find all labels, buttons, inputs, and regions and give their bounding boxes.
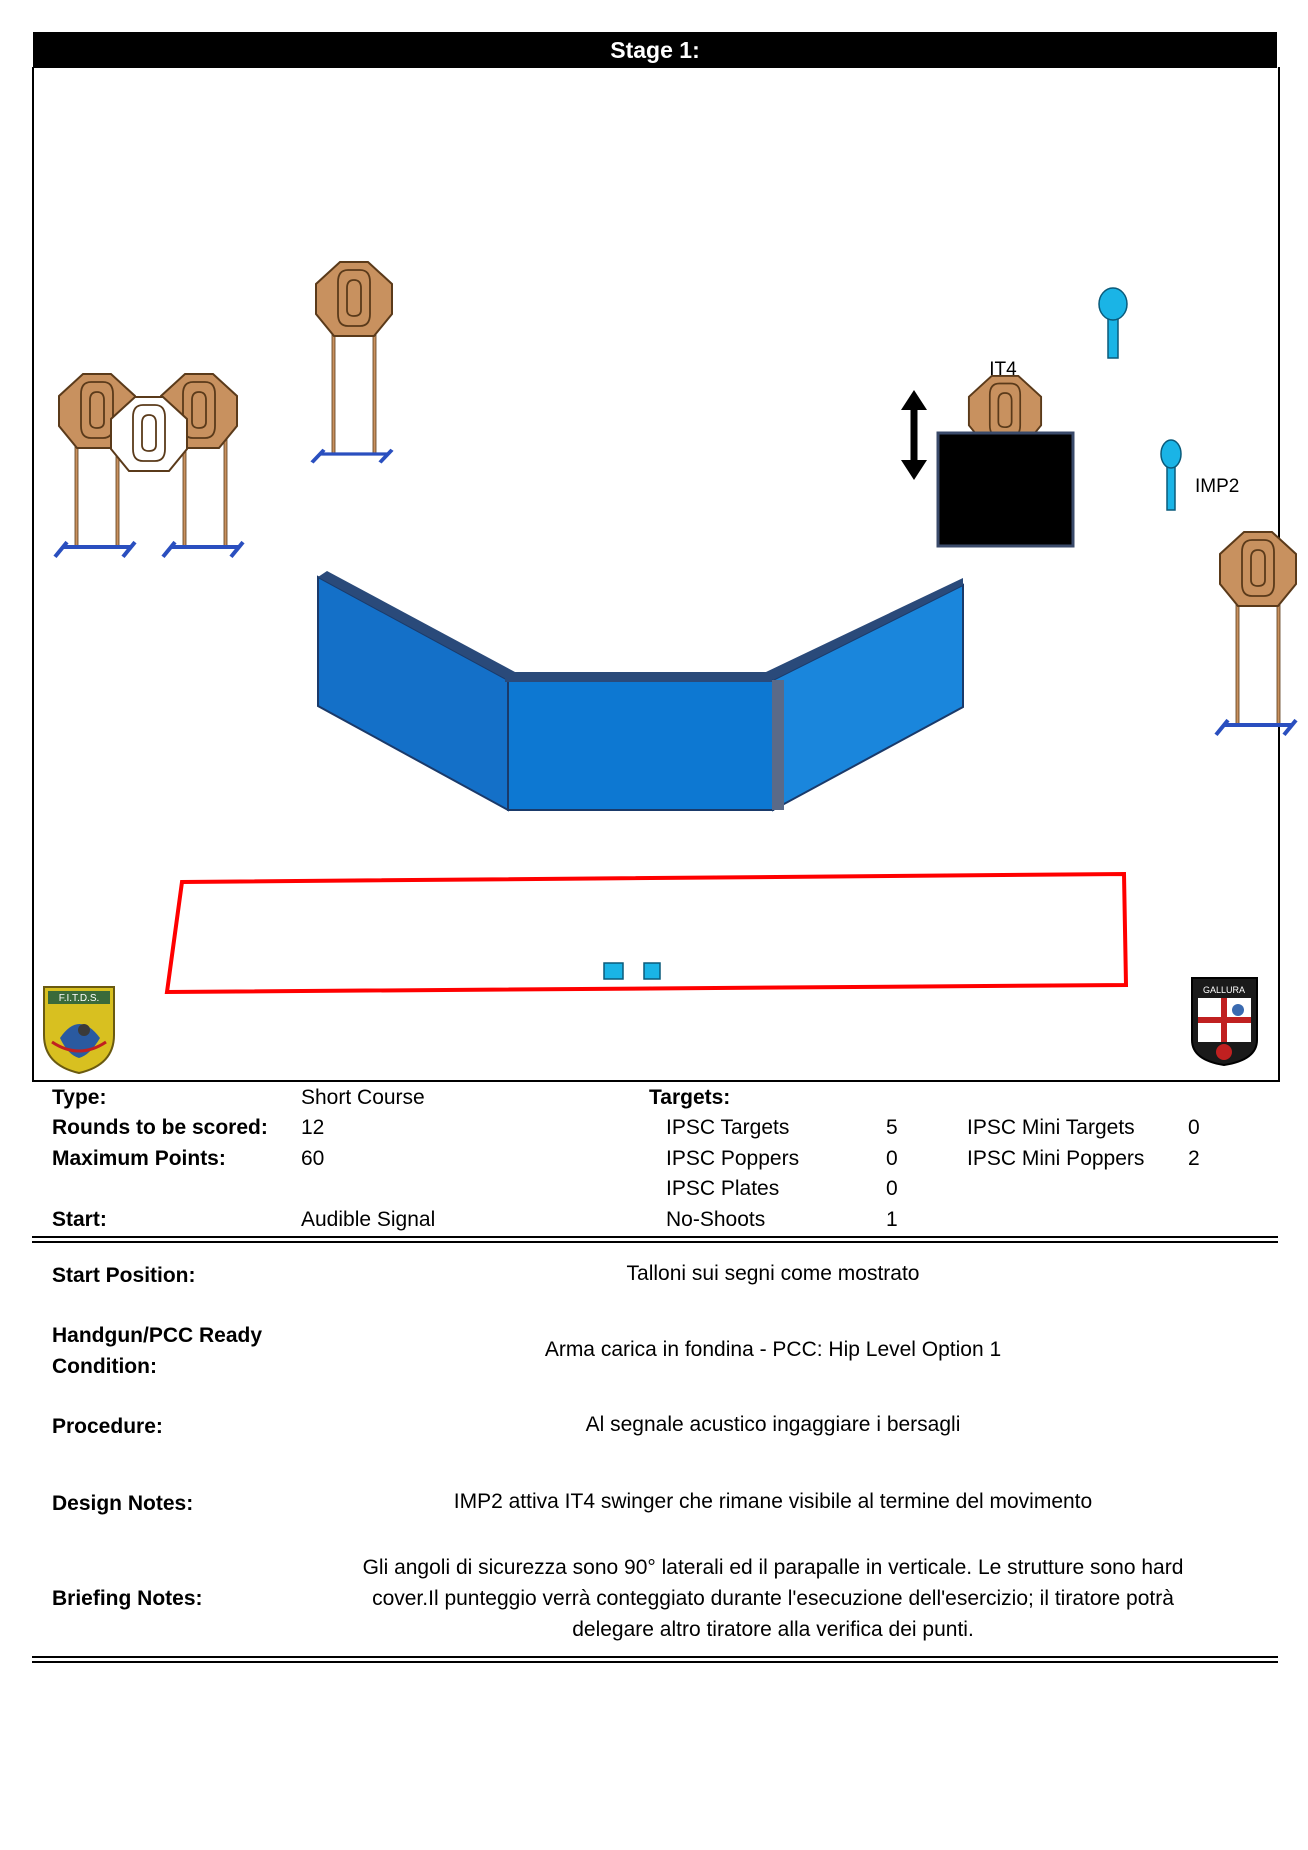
no-shoot-target xyxy=(110,396,188,472)
ready-condition-label-1: Handgun/PCC Ready xyxy=(52,1324,263,1347)
mini-popper-imp2: IMP2 xyxy=(1160,439,1239,511)
start-label: Start: xyxy=(52,1208,107,1231)
points-value: 60 xyxy=(301,1147,325,1170)
start-position-value: Talloni sui segni come mostrato xyxy=(626,1262,920,1285)
divider-rule xyxy=(32,1236,1278,1238)
start-position-label: Start Position: xyxy=(52,1264,196,1287)
ipsc-plates-value: 0 xyxy=(886,1177,898,1200)
ipsc-target-1 xyxy=(310,261,394,465)
briefing-notes-line-3: delegare altro tiratore alla verifica de… xyxy=(572,1618,974,1641)
start-mark-left xyxy=(603,962,624,980)
target-group-left xyxy=(53,373,245,559)
fitds-logo-text: F.I.T.D.S. xyxy=(59,993,100,1004)
briefing-notes-label: Briefing Notes: xyxy=(52,1587,203,1610)
start-value: Audible Signal xyxy=(301,1208,436,1231)
ipsc-mini-targets-label: IPSC Mini Targets xyxy=(967,1116,1135,1139)
bottom-divider-rule xyxy=(32,1656,1278,1658)
ipsc-targets-label: IPSC Targets xyxy=(666,1116,790,1139)
stage-title: Stage 1: xyxy=(33,32,1277,68)
start-mark-right xyxy=(643,962,661,980)
ipsc-mini-poppers-value: 2 xyxy=(1188,1147,1200,1170)
ready-condition-label-2: Condition: xyxy=(52,1355,157,1378)
swinger-movement-arrow-icon xyxy=(901,390,927,480)
briefing-notes-line-2: cover.Il punteggio verrà conteggiato dur… xyxy=(372,1587,1174,1610)
gallura-shooting-club-logo: GALLURA xyxy=(1191,977,1258,1067)
ipsc-target-5 xyxy=(1214,531,1298,737)
imp2-label: IMP2 xyxy=(1195,476,1239,497)
ipsc-mini-targets-value: 0 xyxy=(1188,1116,1200,1139)
procedure-value: Al segnale acustico ingaggiare i bersagl… xyxy=(585,1413,961,1436)
hard-cover-wall xyxy=(317,571,964,812)
ready-condition-value: Arma carica in fondina - PCC: Hip Level … xyxy=(544,1338,1002,1361)
type-label: Type: xyxy=(52,1086,107,1109)
ipsc-poppers-value: 0 xyxy=(886,1147,898,1170)
ipsc-plates-label: IPSC Plates xyxy=(666,1177,780,1200)
targets-label: Targets: xyxy=(649,1086,731,1109)
ipsc-targets-value: 5 xyxy=(886,1116,898,1139)
rounds-value: 12 xyxy=(301,1116,325,1139)
type-value: Short Course xyxy=(301,1086,425,1109)
it4-swinger-target: IT4 xyxy=(936,359,1075,548)
procedure-label: Procedure: xyxy=(52,1415,163,1438)
points-label: Maximum Points: xyxy=(52,1147,226,1170)
no-shoots-value: 1 xyxy=(886,1208,898,1231)
mini-popper-1 xyxy=(1098,287,1128,359)
rounds-label: Rounds to be scored: xyxy=(52,1116,268,1139)
design-notes-label: Design Notes: xyxy=(52,1492,194,1515)
bottom-divider-rule xyxy=(32,1661,1278,1663)
ipsc-poppers-label: IPSC Poppers xyxy=(666,1147,800,1170)
fitds-logo: F.I.T.D.S. xyxy=(43,986,115,1075)
it4-label: IT4 xyxy=(989,359,1017,380)
design-notes-value: IMP2 attiva IT4 swinger che rimane visib… xyxy=(453,1490,1093,1513)
gallura-logo-text: GALLURA xyxy=(1203,985,1245,995)
shooting-area-fault-line xyxy=(164,871,1129,995)
no-shoots-label: No-Shoots xyxy=(666,1208,766,1231)
ipsc-mini-poppers-label: IPSC Mini Poppers xyxy=(967,1147,1145,1170)
briefing-notes-line-1: Gli angoli di sicurezza sono 90° lateral… xyxy=(362,1556,1184,1579)
stage-diagram-drawing: IT4 IMP2 F.I.T.D.S. xyxy=(43,261,1298,1075)
divider-rule xyxy=(32,1241,1278,1243)
